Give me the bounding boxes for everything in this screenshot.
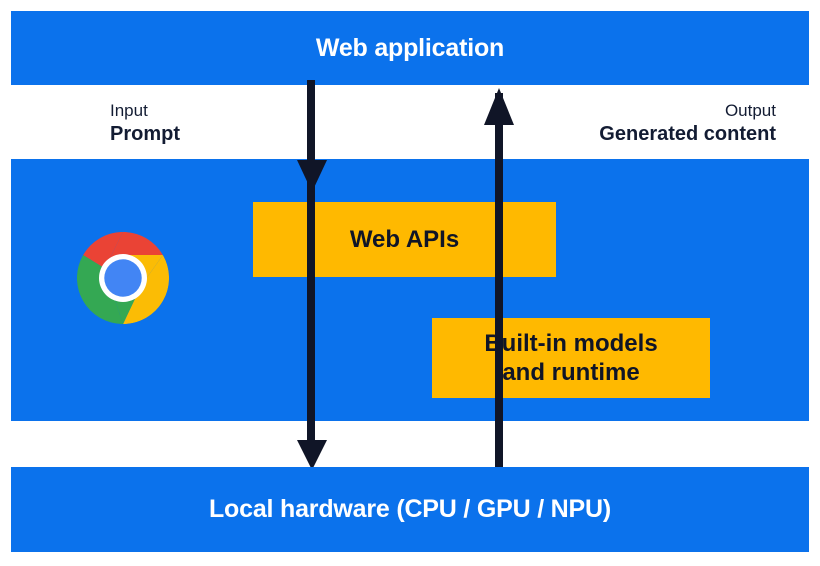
caption-output-kicker: Output (724, 101, 776, 120)
box-builtin-models-line1: Built-in models (484, 329, 658, 357)
band-web-application: Web application (11, 11, 809, 85)
caption-input-kicker: Input (110, 101, 148, 120)
chrome-logo-icon (76, 231, 170, 325)
box-builtin-models[interactable]: Built-in models and runtime (432, 318, 710, 398)
band-web-application-label: Web application (315, 34, 505, 62)
caption-input-value: Prompt (110, 122, 180, 145)
band-local-hardware: Local hardware (CPU / GPU / NPU) (11, 467, 809, 552)
box-web-apis[interactable]: Web APIs (253, 202, 556, 277)
box-web-apis-label: Web APIs (349, 225, 460, 253)
caption-input: Input Prompt (110, 100, 180, 147)
caption-output-value: Generated content (599, 122, 776, 145)
band-local-hardware-label: Local hardware (CPU / GPU / NPU) (208, 495, 611, 523)
caption-output: Output Generated content (599, 100, 776, 147)
box-builtin-models-line2: and runtime (502, 359, 640, 386)
